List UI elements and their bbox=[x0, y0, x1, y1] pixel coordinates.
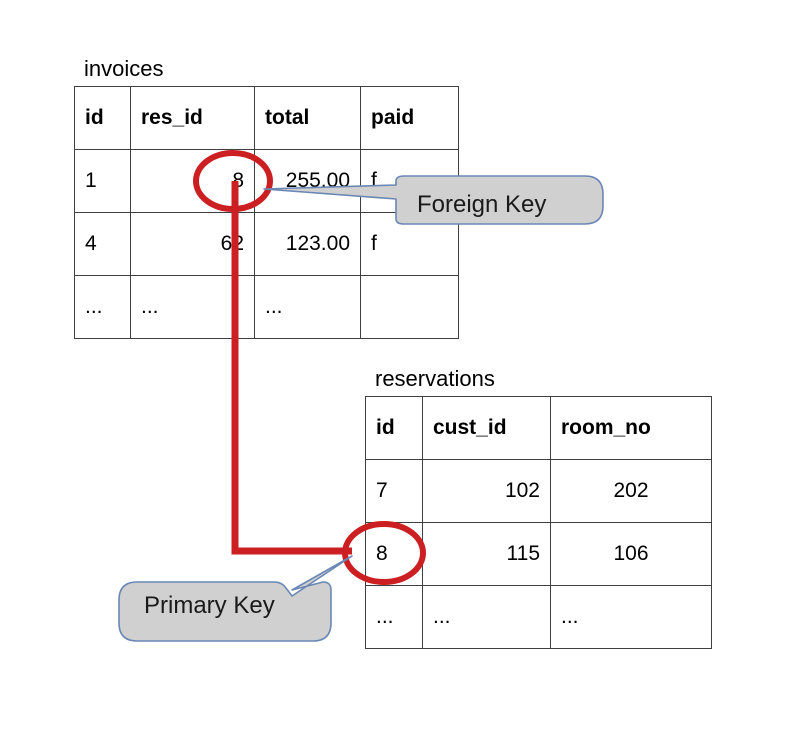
cell-reservations-cust-id: ... bbox=[422, 585, 551, 649]
cell-invoices-paid: f bbox=[360, 212, 459, 276]
cell-reservations-room-no: 106 bbox=[550, 522, 712, 586]
cell-reservations-cust-id: 115 bbox=[422, 522, 551, 586]
table-row: 7 102 202 bbox=[365, 459, 712, 523]
invoices-table-title: invoices bbox=[84, 56, 164, 81]
table-header-row: id res_id total paid bbox=[74, 86, 459, 150]
reservations-table: id cust_id room_no 7 102 202 8 115 106 .… bbox=[365, 396, 712, 649]
cell-reservations-id: 8 bbox=[365, 522, 423, 586]
foreign-key-callout-label: Foreign Key bbox=[417, 191, 547, 218]
cell-reservations-cust-id: 102 bbox=[422, 459, 551, 523]
column-header-invoices-id: id bbox=[74, 86, 131, 150]
column-header-invoices-res-id: res_id bbox=[130, 86, 255, 150]
table-row-ellipsis: ... ... ... bbox=[365, 585, 712, 649]
primary-key-callout-label: Primary Key bbox=[144, 592, 275, 619]
reservations-table-title: reservations bbox=[375, 366, 495, 391]
cell-reservations-id: 7 bbox=[365, 459, 423, 523]
cell-invoices-res-id: ... bbox=[130, 275, 255, 339]
invoices-table: id res_id total paid 1 8 255.00 f 4 62 1… bbox=[74, 86, 459, 339]
table-header-row: id cust_id room_no bbox=[365, 396, 712, 460]
column-header-invoices-paid: paid bbox=[360, 86, 459, 150]
cell-reservations-room-no: ... bbox=[550, 585, 712, 649]
cell-invoices-res-id: 8 bbox=[130, 149, 255, 213]
cell-invoices-id: 1 bbox=[74, 149, 131, 213]
cell-reservations-room-no: 202 bbox=[550, 459, 712, 523]
cell-reservations-id: ... bbox=[365, 585, 423, 649]
table-row: 1 8 255.00 f bbox=[74, 149, 459, 213]
cell-invoices-paid bbox=[360, 275, 459, 339]
table-row: 8 115 106 bbox=[365, 522, 712, 586]
table-row-ellipsis: ... ... ... bbox=[74, 275, 459, 339]
cell-invoices-id: 4 bbox=[74, 212, 131, 276]
cell-invoices-total: 255.00 bbox=[254, 149, 361, 213]
column-header-reservations-id: id bbox=[365, 396, 423, 460]
column-header-invoices-total: total bbox=[254, 86, 361, 150]
table-row: 4 62 123.00 f bbox=[74, 212, 459, 276]
cell-invoices-id: ... bbox=[74, 275, 131, 339]
column-header-reservations-room-no: room_no bbox=[550, 396, 712, 460]
cell-invoices-total: 123.00 bbox=[254, 212, 361, 276]
column-header-reservations-cust-id: cust_id bbox=[422, 396, 551, 460]
cell-invoices-res-id: 62 bbox=[130, 212, 255, 276]
cell-invoices-total: ... bbox=[254, 275, 361, 339]
